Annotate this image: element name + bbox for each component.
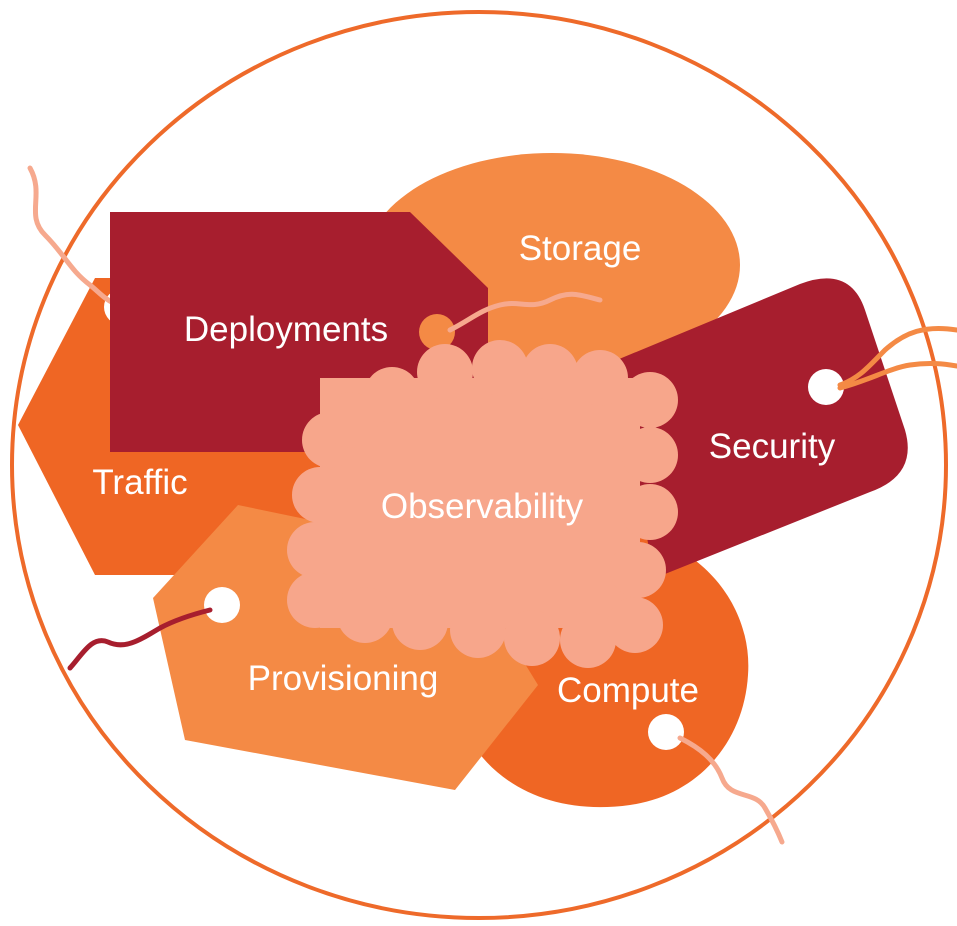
deployments-string bbox=[447, 291, 603, 333]
observability-bump bbox=[322, 392, 378, 448]
observability-bump bbox=[560, 612, 616, 668]
observability-bump bbox=[337, 587, 393, 643]
observability-bump bbox=[287, 522, 343, 578]
provisioning-string bbox=[67, 607, 213, 671]
observability-bump bbox=[607, 597, 663, 653]
security-label: Security bbox=[709, 427, 836, 466]
observability-bump bbox=[572, 350, 628, 406]
security-tag: Security bbox=[612, 278, 957, 578]
observability-bump bbox=[364, 367, 420, 423]
provisioning-hole bbox=[204, 587, 240, 623]
observability-bump bbox=[610, 542, 666, 598]
deployments-label: Deployments bbox=[184, 310, 388, 349]
security-hole bbox=[808, 369, 844, 405]
storage-label: Storage bbox=[519, 229, 642, 268]
observability-bump bbox=[622, 427, 678, 483]
security-string-upper bbox=[837, 325, 957, 388]
traffic-string bbox=[27, 165, 121, 308]
deployments-hole bbox=[419, 314, 455, 350]
provisioning-label: Provisioning bbox=[248, 659, 439, 698]
observability-bump bbox=[622, 372, 678, 428]
compute-hole bbox=[648, 714, 684, 750]
outer-circle bbox=[10, 10, 948, 920]
observability-bump bbox=[392, 594, 448, 650]
security-string-lower bbox=[837, 360, 957, 391]
observability-bump bbox=[522, 344, 578, 400]
compute-string bbox=[677, 735, 785, 845]
traffic-label: Traffic bbox=[92, 463, 187, 502]
observability-tag: Observability bbox=[287, 340, 678, 668]
compute-label: Compute bbox=[557, 671, 699, 710]
observability-bump bbox=[472, 340, 528, 396]
observability-bump bbox=[287, 572, 343, 628]
observability-bump bbox=[450, 602, 506, 658]
observability-bump bbox=[622, 484, 678, 540]
observability-bump bbox=[417, 344, 473, 400]
security-shape bbox=[612, 278, 908, 578]
observability-bump bbox=[292, 467, 348, 523]
observability-bump bbox=[504, 610, 560, 666]
compute-overlay: Compute bbox=[557, 671, 785, 845]
observability-label: Observability bbox=[381, 487, 584, 526]
